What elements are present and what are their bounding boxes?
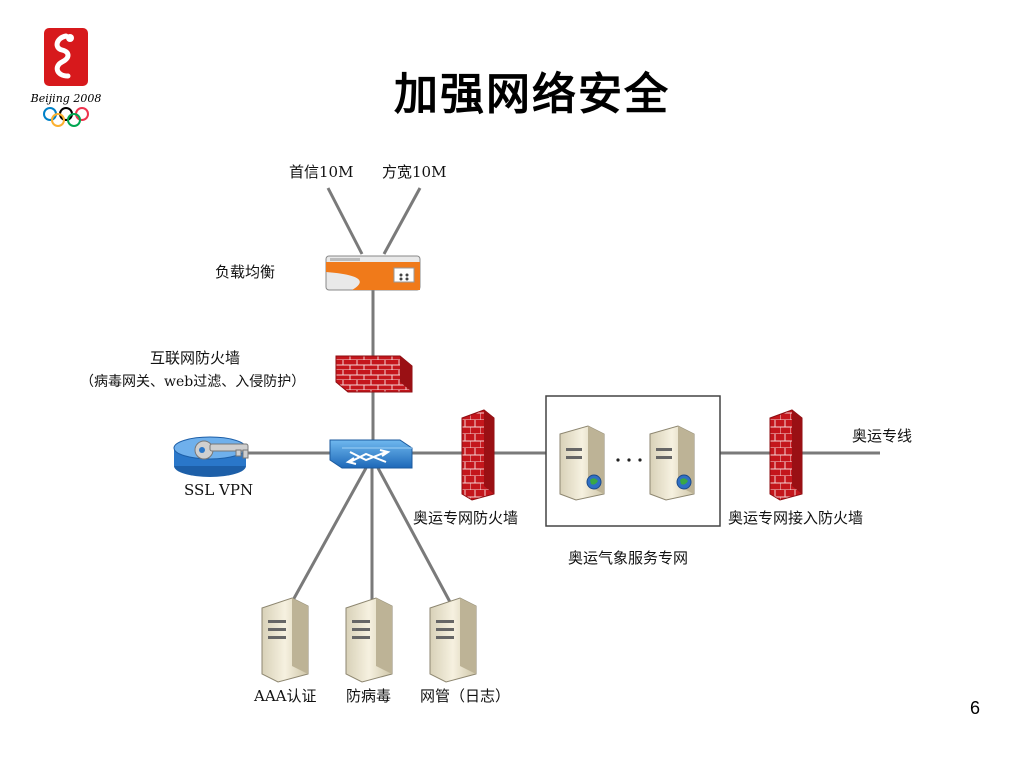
- label-weather-network: 奥运气象服务专网: [568, 549, 689, 567]
- load-balancer-device: [325, 255, 421, 291]
- link-switch-nms: [376, 467, 452, 603]
- core-switch-device: [329, 439, 413, 469]
- label-access-firewall: 奥运专网接入防火墙: [728, 509, 864, 527]
- label-internet-firewall-line1: 互联网防火墙: [150, 349, 241, 367]
- link-isp2: [382, 187, 422, 255]
- internet-firewall-device: [335, 355, 413, 393]
- label-aaa-server: AAA认证: [254, 687, 317, 705]
- olympic-network-firewall-device: [461, 409, 495, 501]
- label-nms-server: 网管（日志）: [420, 687, 511, 705]
- aaa-server-device: [261, 597, 309, 683]
- weather-server-1: [559, 425, 605, 501]
- link-isp1: [326, 187, 364, 255]
- page-number: 6: [969, 698, 980, 718]
- access-firewall-device: [769, 409, 803, 501]
- ellipsis-dots: [616, 458, 642, 462]
- label-olympic-firewall: 奥运专网防火墙: [413, 509, 519, 527]
- link-switch-aaa: [290, 467, 368, 603]
- label-load-balancer: 负载均衡: [215, 263, 276, 281]
- antivirus-server-device: [345, 597, 393, 683]
- label-isp1: 首信10M: [289, 163, 354, 181]
- weather-server-2: [649, 425, 695, 501]
- logo-text: Beijing 2008: [30, 92, 102, 105]
- links: [246, 187, 880, 603]
- beijing-2008-logo: Beijing 2008: [26, 26, 106, 132]
- ssl-vpn-device: [173, 436, 249, 477]
- label-olympic-line: 奥运专线: [852, 427, 913, 445]
- slide-title: 加强网络安全: [394, 69, 670, 120]
- nms-server-device: [429, 597, 477, 683]
- label-ssl-vpn: SSL VPN: [184, 481, 254, 499]
- label-antivirus-server: 防病毒: [346, 687, 392, 705]
- label-internet-firewall-line2: （病毒网关、web过滤、入侵防护）: [80, 374, 306, 390]
- label-isp2: 方宽10M: [382, 163, 447, 181]
